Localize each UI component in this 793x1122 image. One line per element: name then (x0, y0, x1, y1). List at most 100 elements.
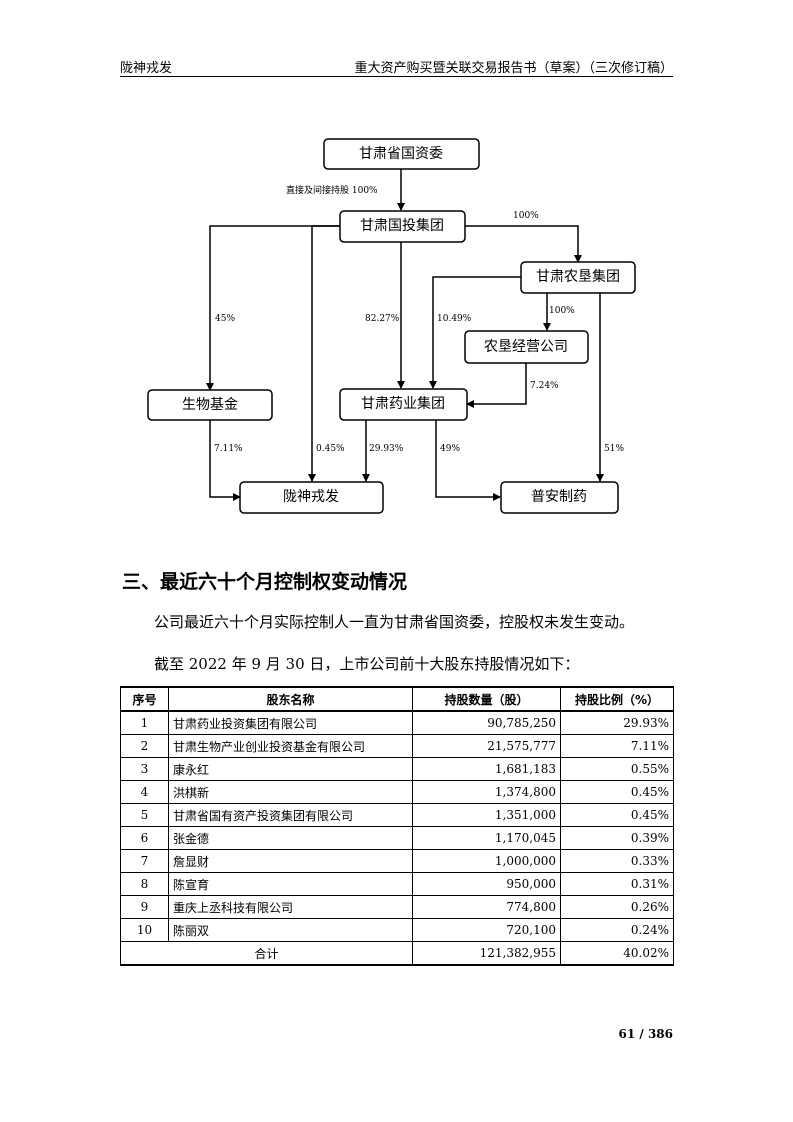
share-ratio: 0.45% (560, 780, 674, 804)
share-ratio: 0.45% (560, 803, 674, 827)
share-count: 1,000,000 (412, 849, 561, 873)
shareholder-name: 重庆上丞科技有限公司 (168, 895, 413, 919)
page-number: 61 / 386 (618, 1027, 674, 1041)
row-index: 6 (120, 826, 169, 850)
paragraph-table-intro: 截至 2022 年 9 月 30 日，上市公司前十大股东持股情况如下： (154, 655, 580, 673)
share-count: 774,800 (412, 895, 561, 919)
node-gansu-sasac (323, 138, 480, 170)
header-document-title: 重大资产购买暨关联交易报告书（草案）（三次修订稿） (354, 61, 673, 76)
edge-guotou-nongken (465, 225, 582, 263)
shareholder-name: 甘肃生物产业创业投资基金有限公司 (168, 734, 413, 758)
row-index: 2 (120, 734, 169, 758)
paragraph-control-statement: 公司最近六十个月实际控制人一直为甘肃省国资委，控股权未发生变动。 (154, 613, 635, 631)
row-index: 10 (120, 918, 169, 942)
total-label: 合计 (120, 941, 413, 966)
table-row: 4 洪棋新 1,374,800 0.45% (120, 780, 674, 804)
table-header-row: 序号 股东名称 持股数量（股） 持股比例（%） (120, 686, 674, 712)
edge-jingying-yaoye (466, 363, 527, 408)
edge-nongken-yaoye (429, 276, 521, 389)
node-label-puan: 普安制药 (531, 489, 587, 505)
row-index: 7 (120, 849, 169, 873)
edge-guotou-longshen (308, 225, 340, 482)
share-ratio: 0.39% (560, 826, 674, 850)
column-header-shareholder-name: 股东名称 (168, 686, 413, 712)
table-row: 8 陈宣育 950,000 0.31% (120, 872, 674, 896)
total-share-ratio: 40.02% (560, 941, 674, 966)
edge-yaoye-puan (435, 420, 501, 501)
shareholder-name: 张金德 (168, 826, 413, 850)
table-row: 7 詹显财 1,000,000 0.33% (120, 849, 674, 873)
table-row: 6 张金德 1,170,045 0.39% (120, 826, 674, 850)
node-longshen (239, 481, 384, 514)
header-company: 陇神戎发 (120, 61, 173, 76)
page-header: 陇神戎发 重大资产购买暨关联交易报告书（草案）（三次修订稿） (120, 52, 673, 76)
share-ratio: 7.11% (560, 734, 674, 758)
share-ratio: 0.31% (560, 872, 674, 896)
share-ratio: 0.26% (560, 895, 674, 919)
node-puan (500, 481, 619, 514)
node-label-gansu-nongken: 甘肃农垦集团 (536, 268, 620, 285)
share-count: 720,100 (412, 918, 561, 942)
shareholder-name: 甘肃药业投资集团有限公司 (168, 710, 413, 735)
table-row: 10 陈丽双 720,100 0.24% (120, 918, 674, 942)
row-index: 5 (120, 803, 169, 827)
share-count: 1,170,045 (412, 826, 561, 850)
node-label-nongken-jingying: 农垦经营公司 (484, 339, 568, 355)
node-label-gansu-sasac: 甘肃省国资委 (359, 146, 443, 162)
share-ratio: 0.33% (560, 849, 674, 873)
shareholder-name: 洪棋新 (168, 780, 413, 804)
row-index: 9 (120, 895, 169, 919)
edge-label-nongken-yaoye: 10.49% (437, 314, 472, 324)
edge-label-jingying-yaoye: 7.24% (530, 381, 559, 391)
node-gansu-yaoye (339, 388, 468, 421)
shareholder-name: 康永红 (168, 757, 413, 781)
header-divider (120, 76, 673, 77)
share-count: 950,000 (412, 872, 561, 896)
node-label-shengwu-jijin: 生物基金 (182, 396, 238, 413)
table-row: 9 重庆上丞科技有限公司 774,800 0.26% (120, 895, 674, 919)
table-row: 3 康永红 1,681,183 0.55% (120, 757, 674, 781)
edge-label-nongken-jingying: 100% (549, 306, 575, 316)
edge-guotou-jijin (206, 225, 340, 391)
share-ratio: 29.93% (560, 710, 674, 735)
share-count: 1,681,183 (412, 757, 561, 781)
column-header-index: 序号 (120, 686, 169, 712)
table-row: 5 甘肃省国有资产投资集团有限公司 1,351,000 0.45% (120, 803, 674, 827)
row-index: 4 (120, 780, 169, 804)
ownership-structure-diagram: 甘肃省国资委 甘肃国投集团 甘肃农垦集团 农垦经营公司 生物基金 甘肃药业集团 … (147, 138, 636, 514)
node-nongken-jingying (464, 330, 589, 364)
edge-label-sasac-guotou: 直接及间接持股 100% (286, 184, 378, 196)
table-row: 1 甘肃药业投资集团有限公司 90,785,250 29.93% (120, 710, 674, 735)
column-header-share-count: 持股数量（股） (412, 686, 561, 712)
edge-label-jijin-longshen: 7.11% (214, 444, 243, 454)
node-label-gansu-guotou: 甘肃国投集团 (360, 217, 444, 234)
node-gansu-nongken (520, 261, 636, 294)
table-total-row: 合计 121,382,955 40.02% (120, 941, 674, 966)
row-index: 1 (120, 710, 169, 735)
shareholder-name: 甘肃省国有资产投资集团有限公司 (168, 803, 413, 827)
edge-label-guotou-yaoye: 82.27% (365, 314, 400, 324)
node-label-gansu-yaoye: 甘肃药业集团 (361, 395, 445, 412)
edge-label-guotou-longshen: 0.45% (316, 444, 345, 454)
edge-label-guotou-jijin: 45% (215, 314, 235, 324)
edge-label-guotou-nongken: 100% (513, 211, 539, 221)
row-index: 3 (120, 757, 169, 781)
column-header-share-ratio: 持股比例（%） (560, 686, 674, 712)
share-count: 1,351,000 (412, 803, 561, 827)
node-label-longshen: 陇神戎发 (283, 489, 339, 505)
share-count: 1,374,800 (412, 780, 561, 804)
share-ratio: 0.24% (560, 918, 674, 942)
section-heading: 三、最近六十个月控制权变动情况 (122, 571, 408, 593)
edge-label-nongken-puan: 51% (604, 444, 624, 454)
edge-label-yaoye-puan: 49% (440, 444, 460, 454)
node-gansu-guotou (339, 210, 466, 243)
node-shengwu-jijin (147, 389, 273, 421)
top-ten-shareholders-table: 序号 股东名称 持股数量（股） 持股比例（%） 1 甘肃药业投资集团有限公司 9… (120, 686, 674, 966)
share-count: 21,575,777 (412, 734, 561, 758)
edge-label-yaoye-longshen: 29.93% (369, 444, 404, 454)
edge-jijin-longshen (209, 420, 241, 501)
share-ratio: 0.55% (560, 757, 674, 781)
shareholder-name: 陈宣育 (168, 872, 413, 896)
shareholder-name: 陈丽双 (168, 918, 413, 942)
shareholder-name: 詹显财 (168, 849, 413, 873)
